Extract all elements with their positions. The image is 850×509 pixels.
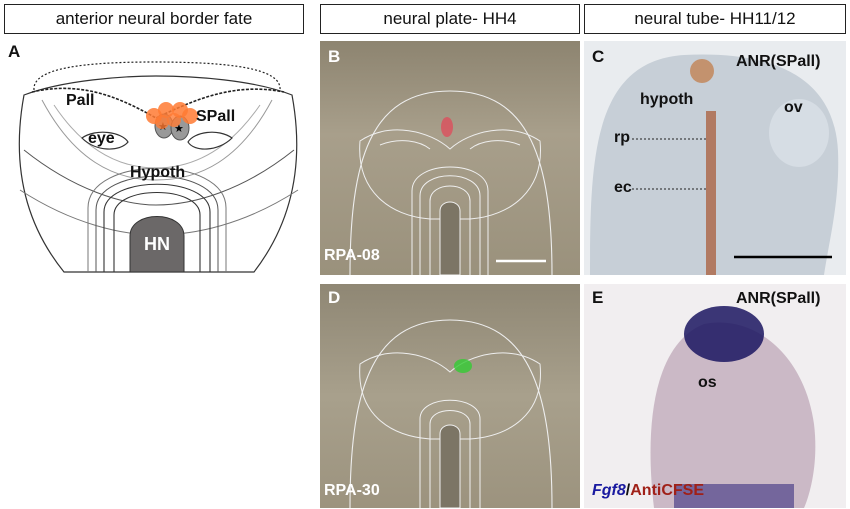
panel-e-letter: E: [592, 288, 604, 307]
stain-legend: Fgf8/AntiCFSE: [592, 482, 704, 500]
stain-anticfse: AntiCFSE: [630, 482, 705, 499]
panel-d-id: RPA-30: [324, 482, 380, 499]
label-hn: HN: [144, 234, 170, 254]
panel-c-overlay: [590, 54, 839, 275]
label-ec: ec: [614, 179, 632, 196]
header-neural-plate: neural plate- HH4: [320, 4, 580, 34]
panel-b-overlay: [349, 90, 553, 275]
header-neural-tube: neural tube- HH11/12: [584, 4, 846, 34]
label-hypoth-c: hypoth: [640, 91, 694, 108]
panel-b-id: RPA-08: [324, 247, 380, 264]
label-eye: eye: [88, 130, 115, 147]
panel-d-letter: D: [328, 288, 341, 307]
panel-a-letter: A: [8, 42, 21, 61]
stain-separator: /: [625, 482, 631, 499]
panel-e-overlay: [650, 306, 816, 508]
label-spall: SPall: [196, 108, 236, 125]
panel-c-letter: C: [592, 47, 605, 66]
label-anr-e: ANR(SPall): [736, 290, 821, 307]
panel-d-photo: D RPA-30: [320, 284, 580, 508]
header-anterior-neural-border-fate: anterior neural border fate: [4, 4, 304, 34]
svg-text:★: ★: [174, 123, 184, 135]
panel-e-photo: E ANR(SPall) os Fgf8/AntiCFSE: [584, 284, 846, 508]
panel-d-overlay: [349, 319, 553, 508]
stain-fgf8: Fgf8: [592, 482, 626, 499]
panel-c-photo: C ANR(SPall) hypoth ov rp ec: [584, 41, 846, 275]
schematic-drawing: ★ ★: [18, 61, 299, 273]
label-hypoth: Hypoth: [130, 164, 186, 181]
panel-a-schematic: ★ ★ A Pall SPall eye Hypoth HN: [4, 40, 308, 280]
label-pall: Pall: [66, 92, 95, 109]
label-os: os: [698, 374, 717, 391]
label-anr-c: ANR(SPall): [736, 53, 821, 70]
panel-b-letter: B: [328, 47, 341, 66]
panel-b-photo: B RPA-08: [320, 41, 580, 275]
label-rp: rp: [614, 129, 630, 146]
label-ov: ov: [784, 99, 803, 116]
